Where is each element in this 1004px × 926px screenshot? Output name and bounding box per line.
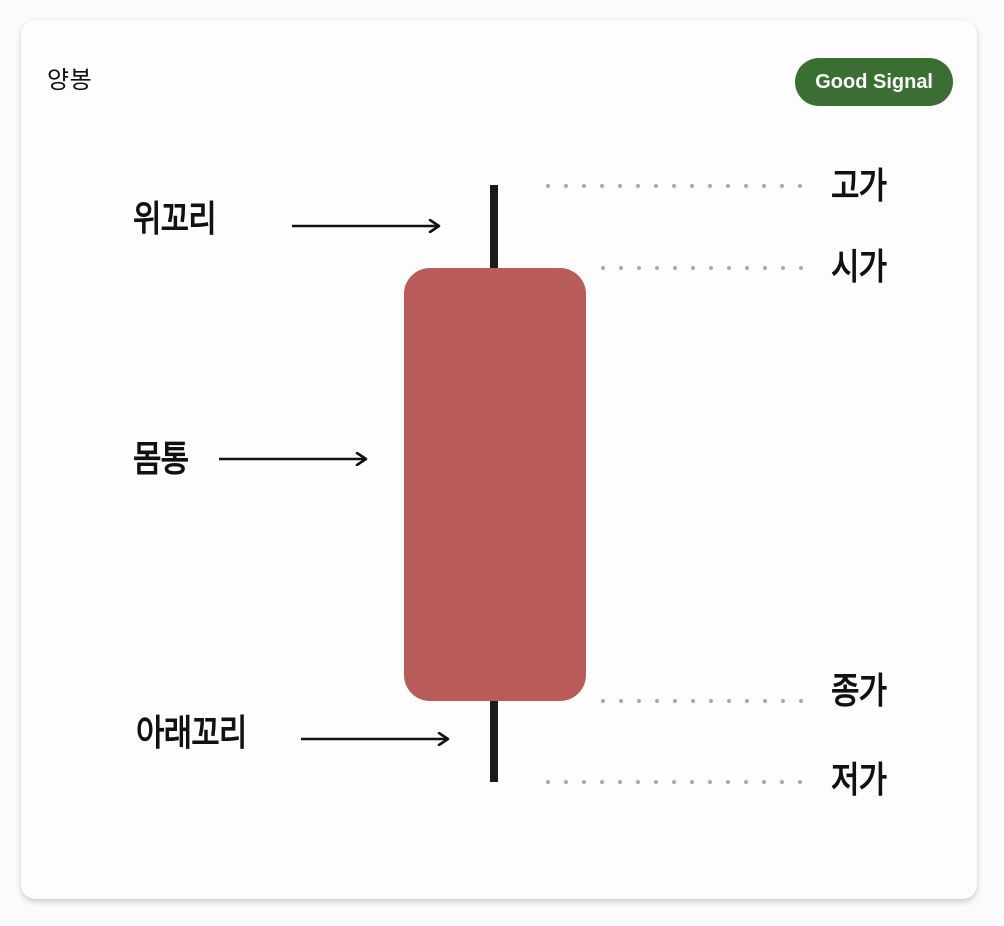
- high-price-label: 고가: [831, 166, 887, 207]
- card-title: 양봉: [47, 66, 93, 94]
- signal-badge: Good Signal: [795, 58, 953, 106]
- close-price-label: 종가: [831, 671, 887, 712]
- low-price-label: 저가: [831, 760, 887, 801]
- open-price-label: 시가: [831, 247, 887, 288]
- upper-wick-label: 위꼬리: [133, 199, 217, 240]
- lower-wick-label: 아래꼬리: [136, 713, 247, 754]
- candle-body: [404, 268, 586, 701]
- body-label: 몸통: [133, 439, 189, 480]
- candlestick-diagram: [219, 184, 813, 784]
- candlestick-card: 양봉 Good Signal 위꼬리 몸통 아래꼬리 고가 시가 종가 저가: [21, 20, 977, 899]
